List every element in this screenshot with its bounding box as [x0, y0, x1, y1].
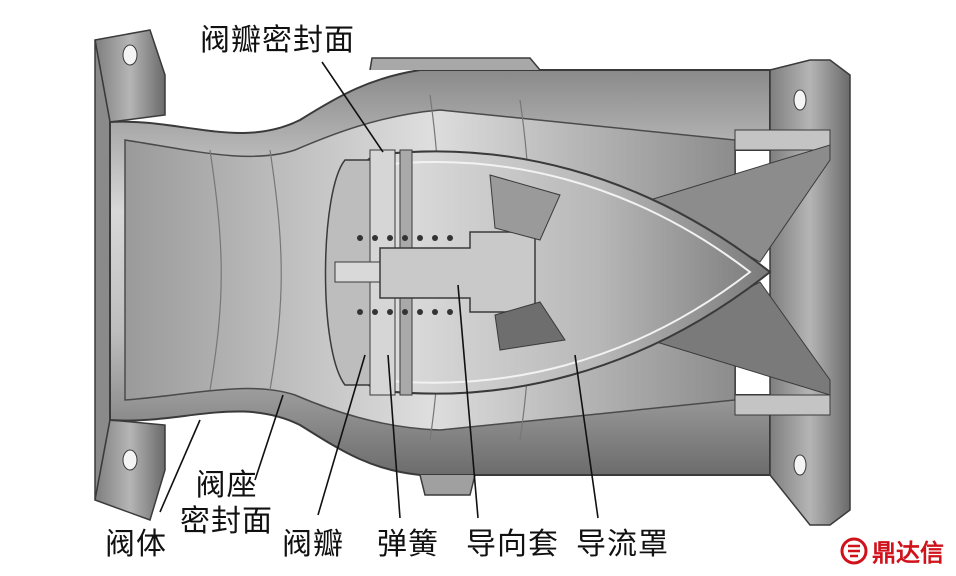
guide-sleeve: [334, 174, 566, 351]
label-valve-seat-line2: 密封面: [180, 504, 273, 539]
flow-guide-cover: [336, 150, 772, 395]
leader-lines: [159, 61, 599, 519]
label-valve-seat-seal-face: 阀座 密封面: [180, 468, 273, 540]
left-flange: [94, 29, 166, 521]
label-spring: 弹簧: [377, 527, 439, 562]
logo-icon: [840, 537, 868, 564]
watermark: 鼎达信: [840, 533, 944, 568]
label-flow-guide-cover: 导流罩: [576, 527, 669, 562]
watermark-text: 鼎达信: [872, 539, 944, 567]
label-valve-body: 阀体: [105, 527, 167, 562]
label-guide-sleeve: 导向套: [466, 527, 559, 562]
label-valve-seat-line1: 阀座: [195, 468, 258, 503]
label-valve-disc: 阀瓣: [282, 527, 344, 562]
spring: [357, 235, 453, 315]
label-valve-disc-seal-face: 阀瓣密封面: [200, 23, 355, 58]
